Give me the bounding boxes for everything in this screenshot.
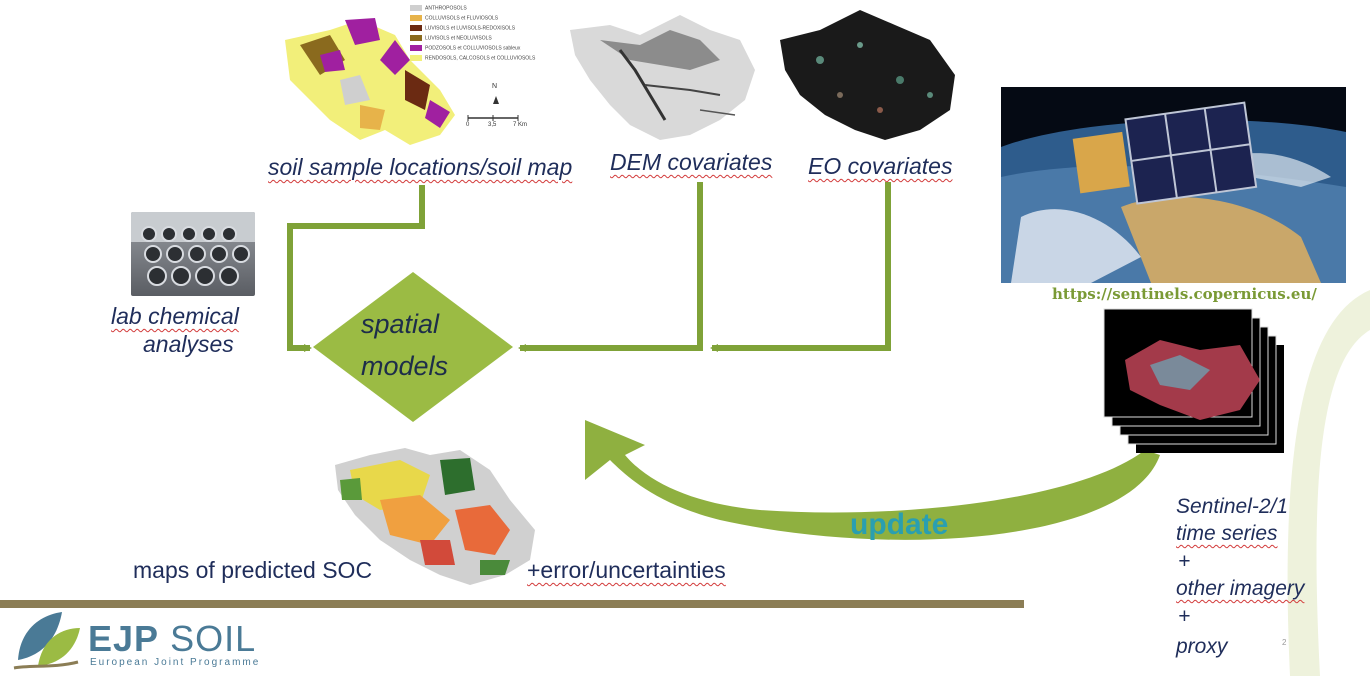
soil-legend-item-2: COLLUVISOLS et FLUVIOSOLS: [410, 15, 498, 21]
soil-legend-item-6: RENDOSOLS, CALCOSOLS et COLLUVIOSOLS: [410, 55, 535, 61]
plus-label-1: +: [1178, 550, 1191, 573]
soil-map-label: soil sample locations/soil map: [268, 154, 573, 180]
scale-tick-0: 0: [466, 122, 470, 128]
scale-north-label: N: [492, 83, 498, 90]
arrow-eo-to-model: [710, 182, 891, 352]
scale-bar: [467, 96, 519, 121]
dem-covariates-label: DEM covariates: [610, 149, 773, 175]
soil-legend-item-1: ANTHROPOSOLS: [410, 5, 467, 11]
error-uncertainties-label: +error/uncertainties: [527, 557, 726, 583]
logo-brand-2: SOIL: [170, 618, 257, 659]
arrow-dem-to-model: [518, 182, 703, 352]
ejp-soil-logo-icon: [13, 612, 80, 670]
background-swoosh-inner: [1316, 330, 1370, 676]
lab-label-line1: lab chemical: [111, 303, 239, 329]
ejp-soil-logo-text: EJP SOIL: [88, 618, 256, 660]
dem-image: [570, 15, 755, 140]
eo-covariates-label: EO covariates: [808, 153, 953, 179]
sentinel-satellite-photo: [1001, 87, 1346, 283]
scale-tick-1: 3,5: [488, 122, 497, 128]
other-imagery-label: other imagery: [1176, 577, 1305, 600]
spatial-models-diamond: [313, 272, 513, 422]
copernicus-url[interactable]: https://sentinels.copernicus.eu/: [1052, 285, 1317, 303]
soc-map-image: [335, 448, 535, 585]
arrow-soil-to-model: [287, 185, 425, 352]
plus-label-2: +: [1178, 605, 1191, 628]
update-label: update: [850, 508, 949, 541]
page-number: 2: [1282, 638, 1287, 647]
sentinel-label-2: time series: [1176, 522, 1278, 545]
lab-analyses-photo: [131, 212, 255, 296]
soil-legend-item-4: LUVISOLS et NEOLUVISOLS: [410, 35, 492, 41]
soil-legend-item-5: PODZOSOLS et COLLUVIOSOLS sableux: [410, 45, 520, 51]
eo-image: [780, 10, 955, 140]
sentinel-time-series-image: [1103, 308, 1284, 453]
scale-tick-2: 7 Km: [513, 122, 528, 128]
proxy-label: proxy: [1176, 635, 1228, 658]
spatial-models-label-2: models: [361, 351, 449, 381]
lab-label-line2: analyses: [143, 331, 234, 357]
soil-map-image: [285, 18, 455, 145]
maps-soc-label: maps of predicted SOC: [133, 557, 373, 583]
footer-divider: [0, 600, 1024, 608]
ejp-soil-logo-subtitle: European Joint Programme: [90, 657, 261, 668]
update-arrow: [585, 420, 1160, 540]
spatial-models-label-1: spatial: [361, 309, 440, 339]
sentinel-label-1: Sentinel-2/1: [1176, 495, 1289, 518]
soil-legend-item-3: LUVISOLS et LUVISOLS-REDOXISOLS: [410, 25, 515, 31]
logo-brand: EJP: [88, 618, 160, 659]
